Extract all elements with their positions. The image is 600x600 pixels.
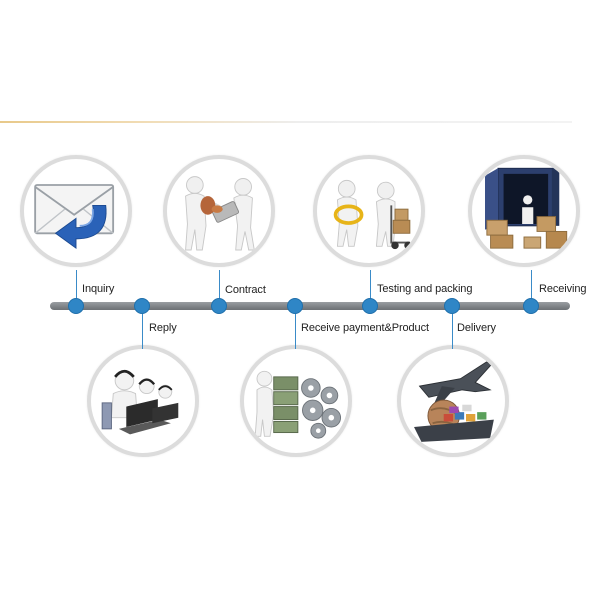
call-center-icon	[101, 369, 179, 435]
contract-illustration	[163, 155, 275, 267]
container-boxes-icon	[485, 167, 568, 249]
payment-label: Receive payment&Product	[301, 322, 429, 334]
payment-connector	[295, 309, 296, 349]
receiving-label: Receiving	[539, 283, 587, 295]
handshake-contract-icon	[185, 176, 255, 251]
payment-dot	[287, 298, 303, 314]
envelope-reply-icon	[34, 184, 115, 250]
inquiry-illustration	[20, 155, 132, 267]
contract-label: Contract	[225, 284, 266, 296]
testing-packing-icon	[333, 179, 412, 250]
inquiry-dot	[68, 298, 84, 314]
receiving-illustration	[468, 155, 580, 267]
money-gears-icon	[254, 370, 342, 439]
top-divider	[0, 121, 572, 123]
delivery-dot	[444, 298, 460, 314]
reply-dot	[134, 298, 150, 314]
receiving-dot	[523, 298, 539, 314]
testing-connector	[370, 270, 371, 303]
delivery-connector	[452, 309, 453, 349]
inquiry-label: Inquiry	[82, 283, 115, 295]
reply-connector	[142, 309, 143, 349]
plane-ship-globe-icon	[414, 361, 494, 442]
contract-dot	[211, 298, 227, 314]
timeline-bar	[50, 302, 570, 310]
delivery-label: Delivery	[457, 322, 496, 334]
receiving-connector	[531, 270, 532, 303]
reply-illustration	[87, 345, 199, 457]
payment-product-illustration	[240, 345, 352, 457]
testing-dot	[362, 298, 378, 314]
testing-packing-illustration	[313, 155, 425, 267]
reply-label: Reply	[149, 322, 177, 334]
delivery-illustration	[397, 345, 509, 457]
testing-label: Testing and packing	[377, 283, 473, 295]
inquiry-connector	[76, 270, 77, 303]
contract-connector	[219, 270, 220, 303]
